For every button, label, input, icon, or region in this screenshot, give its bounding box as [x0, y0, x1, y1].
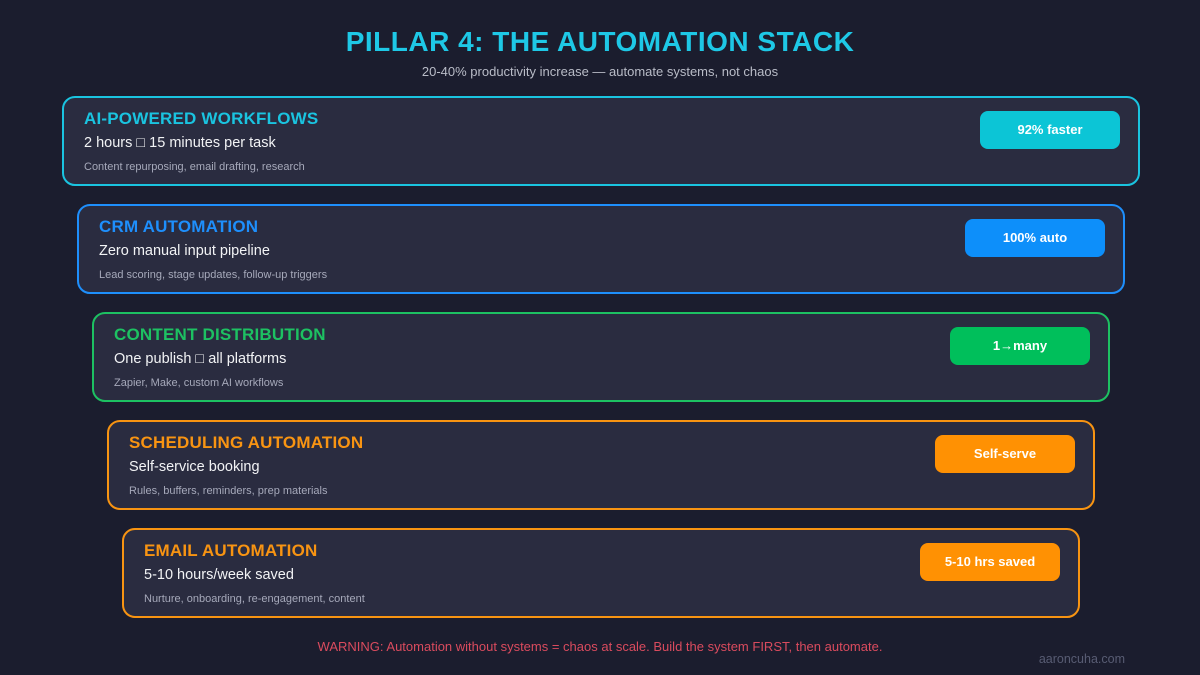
- page-subtitle: 20-40% productivity increase — automate …: [421, 64, 779, 79]
- card-subtitle: Zero manual input pipeline: [99, 243, 270, 260]
- card-subtitle: Self-service booking: [129, 459, 260, 476]
- slide-header: PILLAR 4: THE AUTOMATION STACK 20-40% pr…: [0, 0, 1200, 79]
- card-title: CRM AUTOMATION: [99, 217, 259, 236]
- metric-badge: 5-10 hrs saved: [920, 543, 1060, 581]
- metric-badge: Self-serve: [935, 435, 1075, 473]
- page-title: PILLAR 4: THE AUTOMATION STACK: [345, 26, 855, 57]
- card-ai-powered-workflows: AI-POWERED WORKFLOWS 2 hours □ 15 minute…: [62, 96, 1140, 186]
- card-title: CONTENT DISTRIBUTION: [114, 325, 326, 344]
- card-title: AI-POWERED WORKFLOWS: [84, 109, 319, 128]
- card-description: Zapier, Make, custom AI workflows: [114, 376, 284, 389]
- card-content-distribution: CONTENT DISTRIBUTION One publish □ all p…: [92, 312, 1110, 402]
- card-email-automation: EMAIL AUTOMATION 5-10 hours/week saved N…: [122, 528, 1080, 618]
- watermark: aaroncuha.com: [1038, 652, 1125, 666]
- card-description: Content repurposing, email drafting, res…: [84, 160, 305, 173]
- card-crm-automation: CRM AUTOMATION Zero manual input pipelin…: [77, 204, 1125, 294]
- metric-badge: 1→many: [950, 327, 1090, 365]
- card-title: SCHEDULING AUTOMATION: [129, 433, 364, 452]
- card-title: EMAIL AUTOMATION: [144, 541, 318, 560]
- warning-text: WARNING: Automation without systems = ch…: [317, 639, 883, 654]
- metric-badge: 92% faster: [980, 111, 1120, 149]
- card-scheduling-automation: SCHEDULING AUTOMATION Self-service booki…: [107, 420, 1095, 510]
- card-subtitle: 5-10 hours/week saved: [144, 567, 294, 584]
- card-description: Lead scoring, stage updates, follow-up t…: [99, 268, 328, 281]
- card-description: Rules, buffers, reminders, prep material…: [129, 484, 328, 497]
- metric-badge: 100% auto: [965, 219, 1105, 257]
- card-subtitle: One publish □ all platforms: [114, 351, 287, 368]
- card-description: Nurture, onboarding, re-engagement, cont…: [144, 592, 365, 605]
- card-subtitle: 2 hours □ 15 minutes per task: [84, 135, 276, 152]
